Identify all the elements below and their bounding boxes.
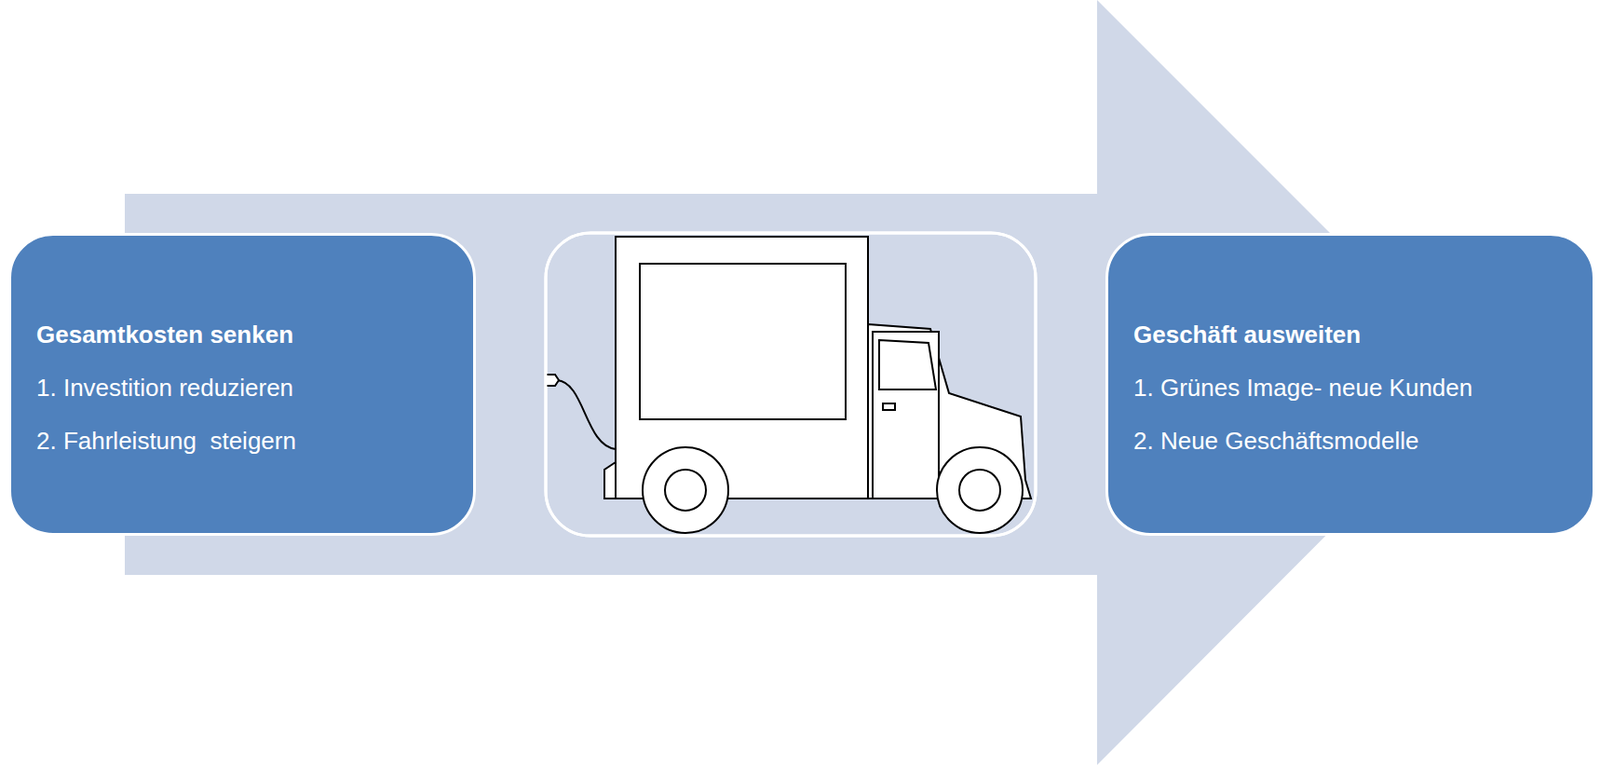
picture-frame — [545, 232, 1036, 536]
charging-plug — [545, 374, 559, 386]
rear-hub — [664, 469, 706, 511]
front-hub — [959, 469, 1001, 511]
text-box: Gesamtkosten senken1. Investition reduzi… — [8, 232, 476, 536]
list-item: 2. Fahrleistung steigern — [36, 414, 459, 468]
cargo-panel — [639, 263, 846, 420]
cab-door — [872, 331, 939, 499]
box-heading: Geschäft ausweiten — [1133, 308, 1578, 362]
rear-wheel — [642, 447, 729, 533]
truck-illustration — [545, 236, 1031, 533]
cargo-box — [615, 236, 868, 499]
picture-frame-border — [545, 232, 1036, 536]
list-item: 2. Neue Geschäftsmodelle — [1133, 414, 1578, 468]
box-heading: Gesamtkosten senken — [36, 308, 459, 362]
door-handle — [882, 403, 895, 410]
text-box: Geschäft ausweiten1. Grünes Image- neue … — [1105, 232, 1596, 536]
charging-cable — [556, 379, 616, 449]
list-item: 1. Grünes Image- neue Kunden — [1133, 361, 1578, 415]
front-wheel — [936, 447, 1023, 533]
truck-step — [604, 461, 616, 499]
cab-window — [879, 339, 936, 390]
list-item: 1. Investition reduzieren — [36, 361, 459, 415]
